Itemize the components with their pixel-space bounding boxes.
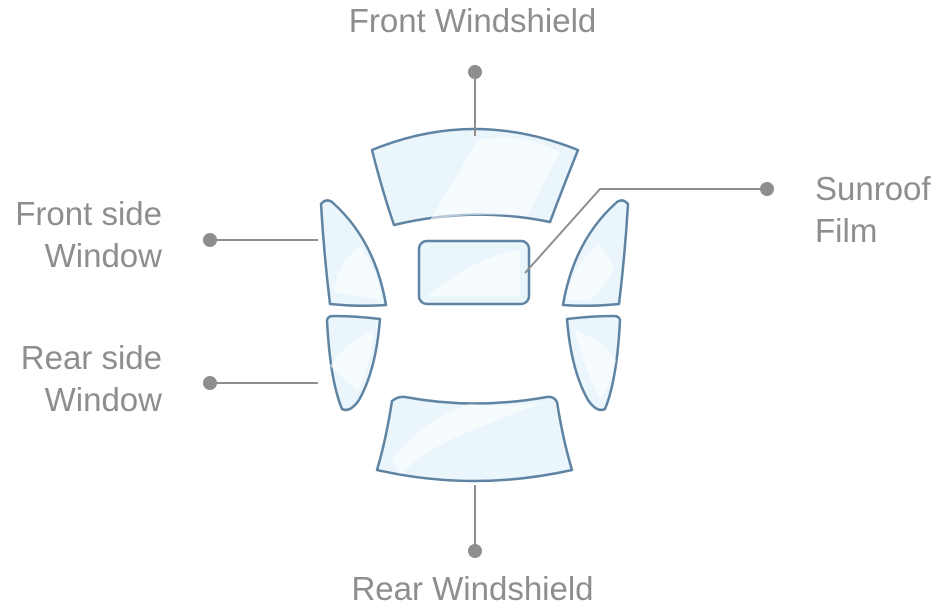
rear-windshield-label: Rear Windshield (351, 570, 594, 607)
sunroof-film-label: Sunroof Film (815, 170, 931, 249)
leader-rear-side-window (203, 376, 318, 390)
rear-side-window-left (325, 314, 382, 412)
front-windshield (370, 127, 580, 227)
front-windshield-label: Front Windshield (348, 2, 597, 39)
rear-side-window-label: Rear side Window (20, 339, 162, 418)
leader-front-side-window (203, 233, 318, 247)
leader-rear-windshield (468, 485, 482, 558)
rear-windshield (375, 395, 574, 483)
front-side-window-label: Front side Window (15, 195, 162, 274)
leader-sunroof-film (524, 182, 774, 274)
leader-front-windshield (468, 65, 482, 136)
front-side-window-right (561, 199, 630, 308)
front-side-window-left (319, 199, 388, 308)
sunroof (417, 239, 531, 306)
rear-side-window-right (565, 314, 622, 412)
